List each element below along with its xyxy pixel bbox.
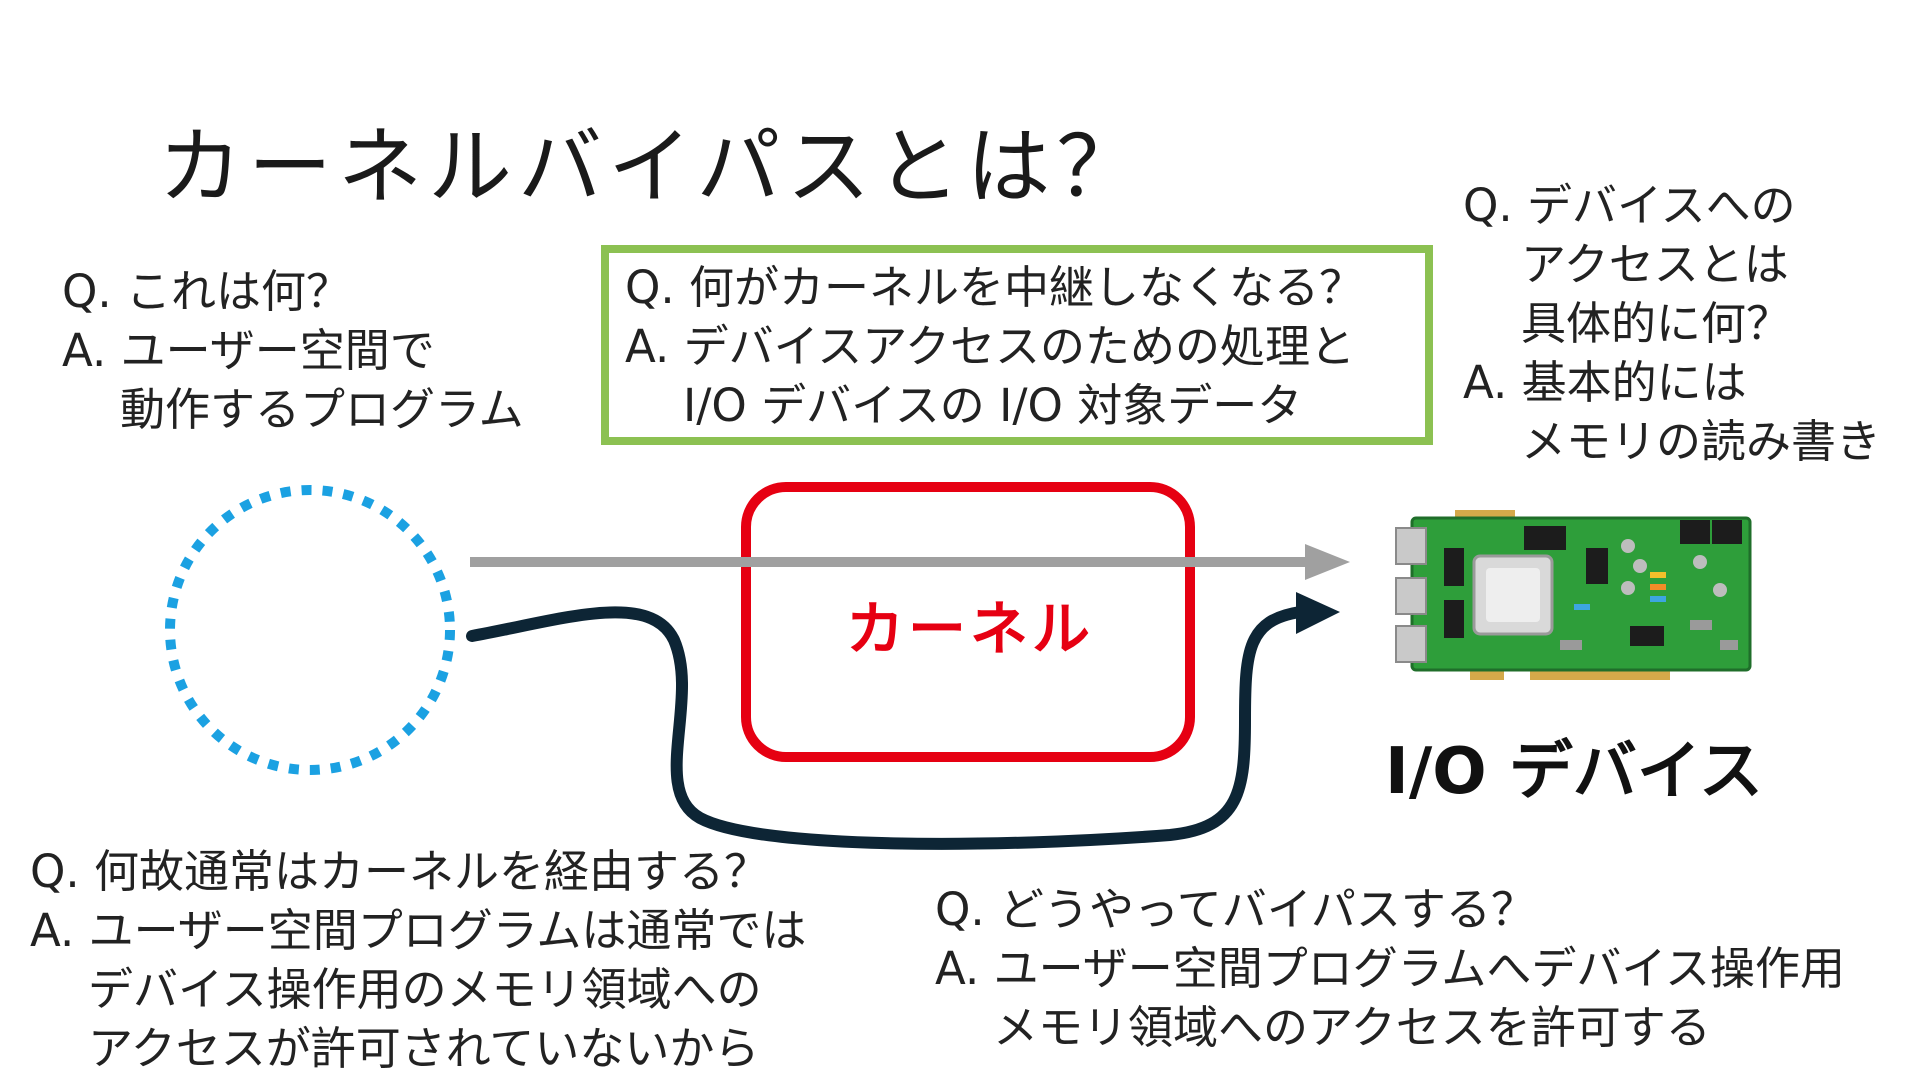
qa-what-is-this: Q. これは何？ A. ユーザー空間で 動作するプログラム [62, 262, 524, 439]
qa-what-question: Q. これは何？ [62, 265, 352, 318]
qa-what-answer-2: 動作するプログラム [120, 383, 524, 436]
highlight-box [601, 245, 1433, 445]
bypass-path-arrow [466, 606, 1306, 850]
qa-access-question-2: アクセスとは [1521, 238, 1789, 291]
qa-relay-answer-2: I/O デバイスの I/O 対象データ [683, 379, 1303, 432]
slide-title: カーネルバイパスとは？ [158, 118, 1147, 216]
qa-access-answer-1: A. 基本的には [1463, 356, 1747, 409]
qa-access-answer-2: メモリの読み書き [1521, 415, 1882, 468]
qa-device-access: Q. デバイスへの アクセスとは 具体的に何？ A. 基本的には メモリの読み書… [1463, 176, 1881, 471]
qa-why-answer-2: デバイス操作用のメモリ領域への [88, 963, 762, 1016]
qa-relay-answer-1: A. デバイスアクセスのための処理と [625, 320, 1356, 373]
qa-how-answer-2: メモリ領域へのアクセスを許可する [993, 1001, 1711, 1054]
io-device-label: I/O デバイス [1385, 735, 1763, 809]
pci-card-icon [1395, 510, 1752, 680]
qa-what-answer-1: A. ユーザー空間で [62, 324, 435, 377]
kernel-label: カーネル [845, 595, 1094, 663]
qa-why-answer-3: アクセスが許可されていないから [88, 1022, 760, 1075]
program-circle [165, 485, 455, 775]
bypass-path-arrowhead [1296, 592, 1340, 634]
qa-how-bypass: Q. どうやってバイパスする？ A. ユーザー空間プログラムへデバイス操作用 メ… [935, 880, 1845, 1057]
qa-relay: Q. 何がカーネルを中継しなくなる？ A. デバイスアクセスのための処理と I/… [625, 258, 1364, 435]
qa-why-question: Q. 何故通常はカーネルを経由する？ [30, 845, 770, 898]
qa-access-question-1: Q. デバイスへの [1463, 179, 1796, 232]
qa-why-answer-1: A. ユーザー空間プログラムは通常では [30, 904, 807, 957]
qa-why-kernel: Q. 何故通常はカーネルを経由する？ A. ユーザー空間プログラムは通常では デ… [30, 842, 806, 1078]
normal-path-arrowhead [1305, 544, 1350, 580]
qa-how-answer-1: A. ユーザー空間プログラムへデバイス操作用 [935, 942, 1846, 995]
qa-relay-question: Q. 何がカーネルを中継しなくなる？ [625, 261, 1365, 314]
qa-how-question: Q. どうやってバイパスする？ [935, 883, 1536, 936]
qa-access-question-3: 具体的に何？ [1521, 297, 1792, 350]
kernel-box [741, 482, 1195, 762]
